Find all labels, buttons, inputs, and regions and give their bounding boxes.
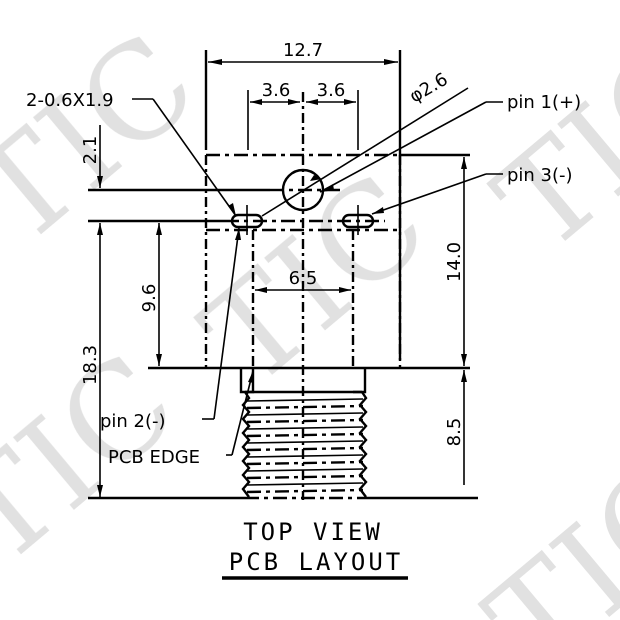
watermark-text-right: TIC <box>468 11 620 280</box>
dim-thread-length: 8.5 <box>444 370 467 485</box>
dim-pin-offset: 2.1 <box>80 125 103 188</box>
dim-slot-to-edge: 9.6 <box>139 223 162 366</box>
leader-pin2: pin 2(-) <box>100 227 241 432</box>
pin1-label: pin 1(+) <box>507 92 581 113</box>
overall-height-label: 18.3 <box>80 345 101 385</box>
pin-offset-label: 2.1 <box>80 136 101 165</box>
thread-length-label: 8.5 <box>444 418 465 447</box>
leader-pcb-edge: PCB EDGE <box>108 370 254 468</box>
slot-spec-label: 2-0.6X1.9 <box>26 90 114 111</box>
dim-inner-width: 6.5 <box>255 268 351 293</box>
inner-width-label: 6.5 <box>289 268 318 289</box>
pin3-label: pin 3(-) <box>507 165 573 186</box>
slot-to-edge-label: 9.6 <box>139 284 160 313</box>
threaded-barrel <box>239 368 368 498</box>
watermark-text-bottomright: TIC <box>460 432 620 620</box>
slot-left <box>230 205 264 235</box>
pin-spacing-right-label: 3.6 <box>317 80 346 101</box>
leader-pin3: pin 3(-) <box>371 165 573 215</box>
view-title: TOP VIEW <box>243 518 383 546</box>
dim-overall-height: 18.3 <box>80 223 103 497</box>
slot-right <box>341 205 375 235</box>
overall-width-label: 12.7 <box>283 40 323 61</box>
layout-title: PCB LAYOUT <box>229 548 404 576</box>
pcb-edge-label: PCB EDGE <box>108 447 200 468</box>
dim-pin-spacing: 3.6 3.6 <box>247 80 359 150</box>
leader-pin1: pin 1(+) <box>319 92 581 193</box>
body-outline <box>148 153 470 370</box>
pin2-label: pin 2(-) <box>100 411 166 432</box>
body-height-label: 14.0 <box>444 242 465 282</box>
pin-spacing-left-label: 3.6 <box>262 80 291 101</box>
leader-slot-spec: 2-0.6X1.9 <box>26 90 237 217</box>
watermark-text-topleft: TIC <box>0 5 224 274</box>
dim-body-height: 14.0 <box>444 157 467 366</box>
